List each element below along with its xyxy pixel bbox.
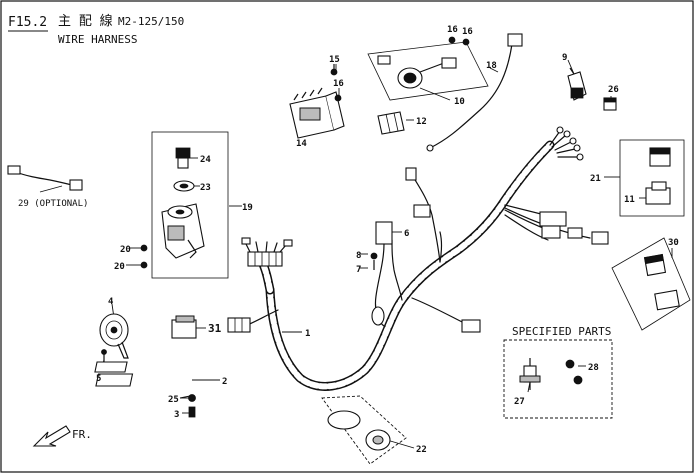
- callout-25: 25: [168, 395, 179, 405]
- harness-right-connector-a: [539, 211, 567, 227]
- horn-bolt: [101, 349, 107, 362]
- callout-6: 6: [404, 229, 409, 239]
- callout-3: 3: [174, 410, 179, 420]
- bolt-and-washer: [188, 394, 196, 418]
- callout-15: 15: [329, 55, 340, 65]
- callout-28: 28: [588, 363, 599, 373]
- harness-connector-cluster: [241, 237, 293, 267]
- regulator-rectifier: [289, 87, 345, 139]
- callout-23: 23: [200, 183, 211, 193]
- lead-wire-18: [426, 33, 523, 152]
- bolts-7-8: [370, 252, 378, 270]
- callout-20-lower: 20: [114, 262, 125, 272]
- wire-clamp-set: [94, 361, 134, 387]
- callout-16-coil-right: 16: [462, 27, 473, 37]
- callout-4: 4: [108, 297, 114, 307]
- optional-cable: [7, 165, 83, 191]
- direction-label: FR.: [72, 428, 92, 441]
- front-direction-arrow: FR.: [32, 425, 92, 447]
- switch-bolts: [140, 244, 148, 269]
- callout-29-optional: 29 (OPTIONAL): [18, 199, 88, 209]
- callout-14: 14: [296, 139, 307, 149]
- callout-8: 8: [356, 251, 361, 261]
- callout-1: 1: [305, 329, 310, 339]
- callout-numbers: 1 2 3 4 5 6 7 8 9 10 11 12 14 15 16 16 1…: [18, 25, 679, 455]
- sensor-switch: [567, 67, 587, 101]
- callout-24: 24: [200, 155, 211, 165]
- callout-2: 2: [222, 377, 227, 387]
- main-wire-harness: [227, 126, 609, 391]
- harness-right-connector-b: [541, 225, 561, 239]
- callout-9: 9: [562, 53, 567, 63]
- connector-12: [377, 111, 405, 135]
- harness-lower-right-connector: [461, 319, 481, 333]
- horn: [99, 313, 129, 359]
- specified-parts-title: SPECIFIED PARTS: [512, 325, 611, 338]
- relay-group: [619, 139, 685, 217]
- model-code: M2-125/150: [118, 15, 184, 28]
- title-english: WIRE HARNESS: [58, 33, 137, 46]
- specified-parts-box: SPECIFIED PARTS: [503, 325, 613, 419]
- callout-12: 12: [416, 117, 427, 127]
- harness-side-connector: [227, 317, 251, 333]
- arrow-icon: [32, 425, 71, 447]
- relay-set-30: [611, 237, 691, 331]
- flasher-relay: [171, 315, 197, 339]
- callout-19: 19: [242, 203, 253, 213]
- callout-22: 22: [416, 445, 427, 455]
- ignition-switch-group: [151, 131, 229, 279]
- callout-27: 27: [514, 397, 525, 407]
- bulb-set: [321, 395, 407, 465]
- callout-21: 21: [590, 174, 601, 184]
- title-chinese: 主 配 線: [58, 13, 113, 29]
- callout-30: 30: [668, 238, 679, 248]
- callout-16-regulator: 16: [333, 79, 344, 89]
- callout-5: 5: [96, 374, 101, 384]
- callout-26: 26: [608, 85, 619, 95]
- ignition-coil-group: [367, 36, 489, 101]
- small-relay-26: [603, 97, 617, 111]
- callout-10: 10: [454, 97, 465, 107]
- callout-7: 7: [356, 265, 361, 275]
- regulator-bolts: [330, 64, 342, 102]
- callout-31: 31: [208, 322, 222, 335]
- callout-20-upper: 20: [120, 245, 131, 255]
- section-number: F15.2: [8, 15, 47, 30]
- callout-18: 18: [486, 61, 497, 71]
- callout-16-coil-left: 16: [447, 25, 458, 35]
- callout-11: 11: [624, 195, 635, 205]
- header: F15.2 主 配 線 M2-125/150 WIRE HARNESS: [8, 13, 184, 46]
- relay-connector-6: [371, 221, 393, 327]
- harness-right-connector-c: [591, 231, 609, 245]
